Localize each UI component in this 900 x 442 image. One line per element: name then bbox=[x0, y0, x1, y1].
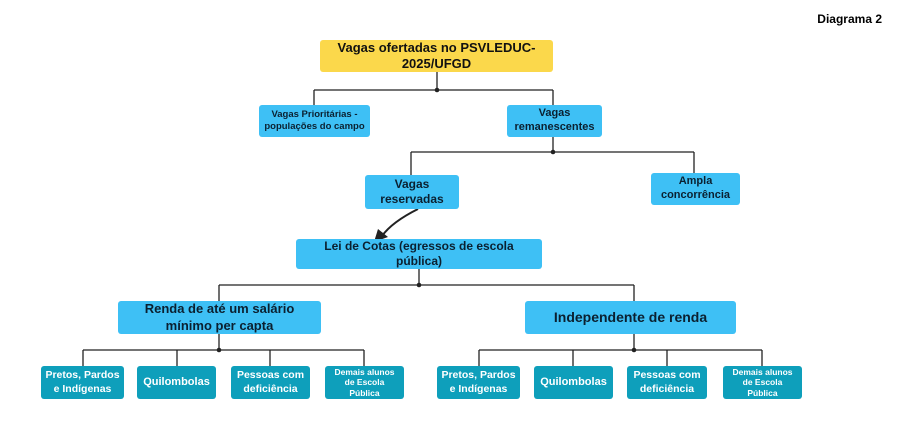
ampla-concorrencia-node: Ampla concorrência bbox=[651, 173, 740, 205]
renda-pretos-pardos-indigenas-node: Pretos, Pardos e Indígenas bbox=[41, 366, 124, 399]
vagas-prioritarias-node: Vagas Prioritárias - populações do campo bbox=[259, 105, 370, 137]
renda-quilombolas-node: Quilombolas bbox=[137, 366, 216, 399]
indep-pretos-pardos-indigenas-node: Pretos, Pardos e Indígenas bbox=[437, 366, 520, 399]
renda-node: Renda de até um salário mínimo per capta bbox=[118, 301, 321, 334]
renda-demais-alunos-node: Demais alunos de Escola Pública bbox=[325, 366, 404, 399]
lei-de-cotas-node: Lei de Cotas (egressos de escola pública… bbox=[296, 239, 542, 269]
vagas-remanescentes-node: Vagas remanescentes bbox=[507, 105, 602, 137]
indep-pessoas-com-deficiencia-node: Pessoas com deficiência bbox=[627, 366, 707, 399]
independente-de-renda-node: Independente de renda bbox=[525, 301, 736, 334]
diagram-label: Diagrama 2 bbox=[817, 12, 882, 26]
indep-quilombolas-node: Quilombolas bbox=[534, 366, 613, 399]
root-node: Vagas ofertadas no PSVLEDUC-2025/UFGD bbox=[320, 40, 553, 72]
indep-demais-alunos-node: Demais alunos de Escola Pública bbox=[723, 366, 802, 399]
vagas-reservadas-node: Vagas reservadas bbox=[365, 175, 459, 209]
renda-pessoas-com-deficiencia-node: Pessoas com deficiência bbox=[231, 366, 310, 399]
